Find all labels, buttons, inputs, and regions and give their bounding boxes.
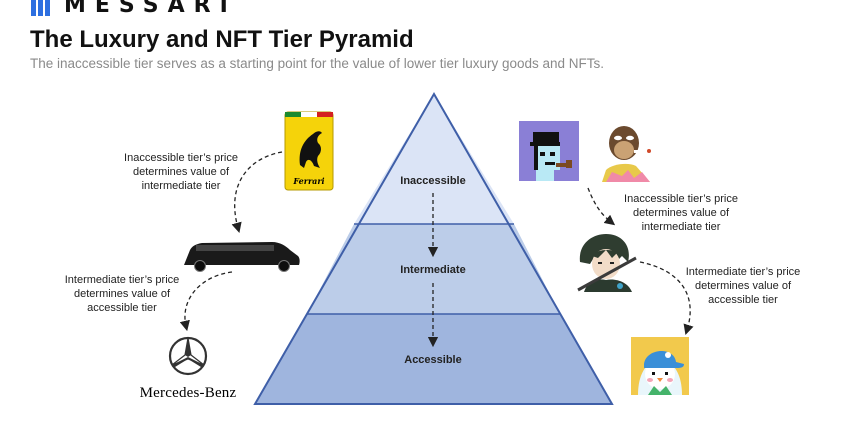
right-note-intermediate: Intermediate tier’s price determines val…	[676, 265, 810, 307]
note-line: determines value of	[74, 288, 170, 300]
right-arrow-2	[639, 261, 694, 335]
note-line: accessible tier	[708, 294, 778, 306]
penguin-nft-icon	[631, 337, 689, 395]
note-line: Inaccessible tier’s price	[624, 193, 738, 205]
tier-intermediate	[307, 224, 560, 314]
cryptopunk-nft-icon	[519, 121, 579, 181]
left-note-intermediate: Intermediate tier’s price determines val…	[57, 273, 187, 315]
ferrari-wordmark: Ferrari	[292, 176, 324, 186]
right-note-inaccessible: Inaccessible tier’s price determines val…	[614, 192, 748, 234]
mercedes-wordmark: Mercedes-Benz	[140, 385, 237, 401]
messari-logo: MESSARI	[30, 0, 237, 18]
note-line: Inaccessible tier’s price	[124, 152, 238, 164]
page-subtitle: The inaccessible tier serves as a starti…	[30, 56, 605, 71]
mercedes-logo-icon	[168, 336, 208, 376]
note-line: accessible tier	[87, 302, 157, 314]
bored-ape-nft-icon	[598, 120, 656, 182]
tier-inaccessible	[354, 94, 514, 224]
messari-logo-icon	[31, 0, 50, 16]
note-line: determines value of	[695, 280, 791, 292]
ferrari-logo-icon	[284, 111, 334, 191]
tier-label-accessible: Accessible	[404, 354, 462, 366]
right-arrow-1	[587, 187, 616, 226]
note-line: determines value of	[133, 166, 229, 178]
note-line: intermediate tier	[641, 221, 721, 233]
left-arrow-1	[231, 151, 283, 234]
brand-name: MESSARI	[64, 0, 237, 18]
tier-label-inaccessible: Inaccessible	[400, 175, 466, 187]
note-line: Intermediate tier’s price	[64, 274, 180, 286]
note-line: Intermediate tier’s price	[685, 266, 801, 278]
tier-accessible	[255, 314, 612, 404]
note-line: determines value of	[633, 207, 729, 219]
note-line: intermediate tier	[141, 180, 221, 192]
left-note-inaccessible: Inaccessible tier’s price determines val…	[116, 151, 246, 193]
limousine-icon	[184, 242, 300, 272]
tier-label-intermediate: Intermediate	[400, 264, 466, 276]
page-title: The Luxury and NFT Tier Pyramid	[30, 26, 414, 53]
pyramid-outline	[253, 91, 614, 405]
left-arrow-2	[179, 271, 233, 332]
anime-nft-icon	[574, 234, 637, 292]
